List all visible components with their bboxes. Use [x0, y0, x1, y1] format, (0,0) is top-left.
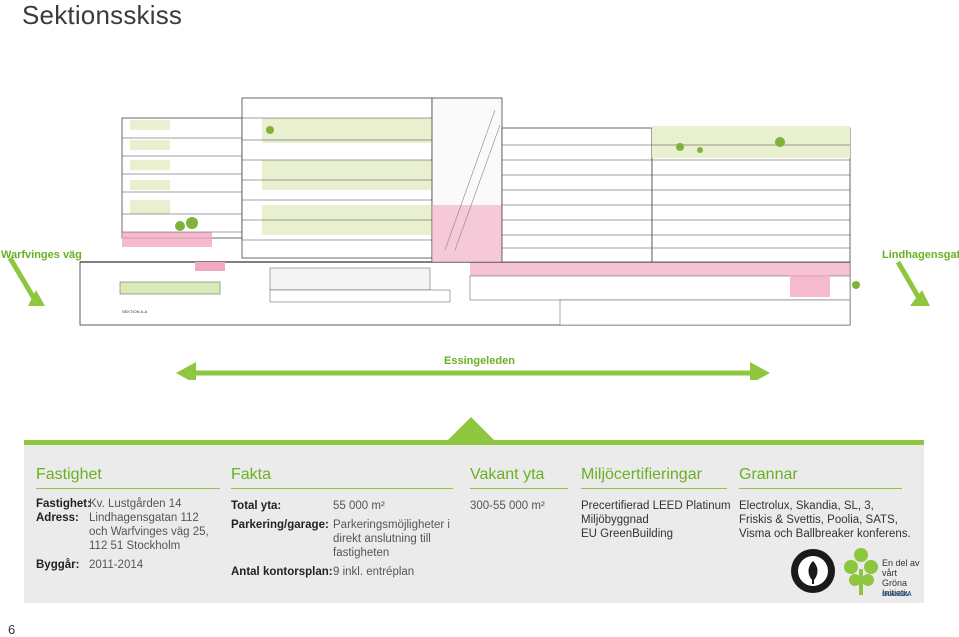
page-title: Sektionsskiss — [22, 0, 183, 30]
lindhagensgatan-label: Lindhagensgatan — [882, 249, 959, 261]
kontorsplan-value: 9 inkl. entréplan — [333, 566, 415, 578]
section-drawing: SEKTION A-A — [7, 97, 930, 380]
vakant-rule — [470, 488, 568, 489]
panel-notch-icon — [447, 417, 495, 441]
skanska-logo: SKANSKA — [882, 592, 912, 598]
green-initiative-text: En del av vårt Gröna Initiativ — [882, 558, 920, 598]
adress-line-2: och Warfvinges väg 25, — [89, 526, 209, 538]
middle-building — [241, 97, 433, 259]
right-building — [501, 126, 851, 297]
kontorsplan-key: Antal kontorsplan: — [231, 566, 333, 578]
left-direction-arrow — [7, 256, 45, 306]
usgbc-seal-icon — [791, 549, 835, 593]
essingeleden-label: Essingeleden — [444, 355, 515, 367]
grannar-line-3: Visma och Ballbreaker konferens. — [739, 528, 911, 540]
fastighet-rule — [36, 488, 220, 489]
page-number: 6 — [8, 622, 16, 637]
miljo-rule — [581, 488, 727, 489]
adress-key: Adress: — [36, 512, 79, 524]
adress-line-1: Lindhagensgatan 112 — [89, 512, 199, 524]
total-yta-key: Total yta: — [231, 500, 282, 512]
fastighet-value: Kv. Lustgården 14 — [89, 498, 182, 510]
byggar-key: Byggår: — [36, 559, 80, 571]
parkering-line-2: direkt anslutning till — [333, 533, 431, 545]
fakta-rule — [231, 488, 453, 489]
vakant-heading: Vakant yta — [470, 466, 545, 483]
section-label: SEKTION A-A — [122, 309, 147, 314]
panel-top-bar — [24, 440, 924, 445]
parkering-key: Parkering/garage: — [231, 519, 329, 531]
atrium — [431, 97, 503, 263]
grannar-heading: Grannar — [739, 466, 798, 483]
parkering-line-3: fastigheten — [333, 547, 390, 559]
essingeleden-arrow — [176, 362, 770, 380]
miljo-heading: Miljöcertifieringar — [581, 466, 702, 483]
grannar-line-2: Friskis & Svettis, Poolia, SATS, — [739, 514, 898, 526]
total-yta-value: 55 000 m² — [333, 500, 385, 512]
green-initiative-leaf-icon — [844, 548, 878, 595]
byggar-value: 2011-2014 — [89, 559, 144, 571]
parkering-line-1: Parkeringsmöjligheter i — [333, 519, 450, 531]
grannar-rule — [739, 488, 902, 489]
info-panel — [24, 440, 924, 603]
adress-line-3: 112 51 Stockholm — [89, 540, 181, 552]
right-direction-arrow — [895, 260, 930, 306]
fastighet-key: Fastighet: — [36, 498, 91, 510]
grannar-line-1: Electrolux, Skandia, SL, 3, — [739, 500, 874, 512]
fakta-heading: Fakta — [231, 466, 272, 483]
miljo-line-1: Precertifierad LEED Platinum — [581, 500, 731, 512]
miljo-line-3: EU GreenBuilding — [581, 528, 674, 540]
miljo-line-2: Miljöbyggnad — [581, 514, 649, 526]
fastighet-heading: Fastighet — [36, 466, 102, 483]
left-building — [121, 117, 243, 271]
warfvinges-vag-label: Warfvinges väg — [1, 249, 82, 261]
vakant-value: 300-55 000 m² — [470, 500, 545, 512]
